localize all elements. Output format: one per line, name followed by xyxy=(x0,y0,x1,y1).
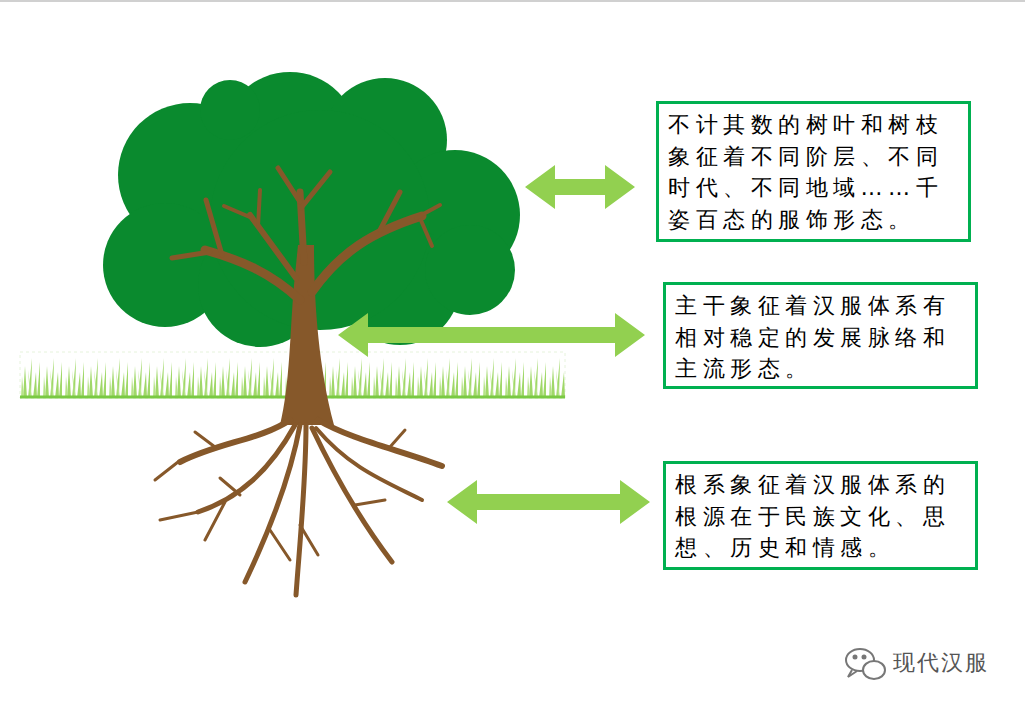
double-arrow xyxy=(338,165,650,524)
text-box: 根系象征着汉服体系的根源在于民族文化、思想、历史和情感。 xyxy=(663,461,978,570)
box-text: 不计其数的树叶和树枝象征着不同阶层、不同时代、不同地域……千姿百态的服饰形态。 xyxy=(668,109,960,235)
watermark: 现代汉服 xyxy=(893,648,989,678)
top-edge xyxy=(0,0,1025,2)
text-box: 主干象征着汉服体系有相对稳定的发展脉络和主流形态。 xyxy=(663,282,978,389)
tree-roots xyxy=(155,420,442,595)
box-text: 根系象征着汉服体系的根源在于民族文化、思想、历史和情感。 xyxy=(675,469,967,564)
box-text: 主干象征着汉服体系有相对稳定的发展脉络和主流形态。 xyxy=(675,290,967,385)
wechat-icon xyxy=(846,649,885,679)
text-box: 不计其数的树叶和树枝象征着不同阶层、不同时代、不同地域……千姿百态的服饰形态。 xyxy=(656,101,971,242)
tree-trunk xyxy=(172,168,440,425)
